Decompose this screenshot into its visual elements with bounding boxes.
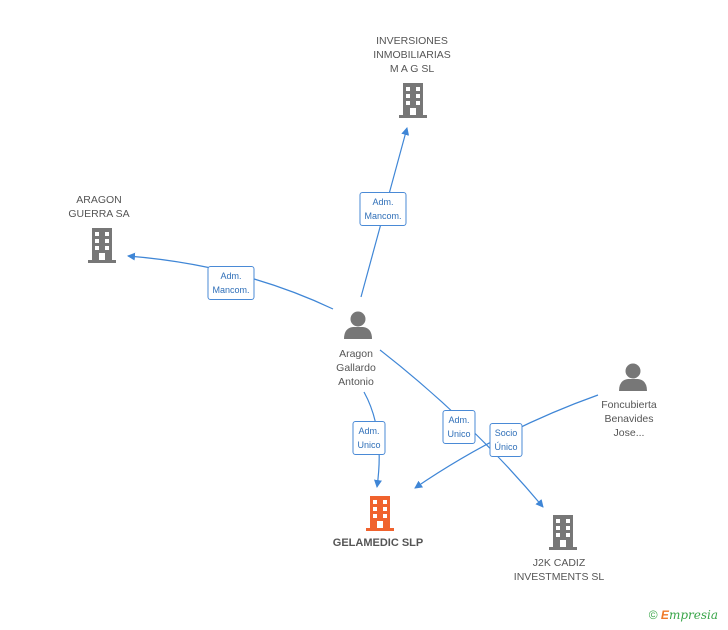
node-label-inversiones[interactable]: INVERSIONES INMOBILIARIAS M A G SL bbox=[373, 35, 451, 75]
person-icon[interactable] bbox=[344, 311, 372, 340]
node-label-foncubierta[interactable]: Foncubierta Benavides Jose... bbox=[601, 399, 657, 439]
edge-label-to-inversiones: Adm. Mancom. bbox=[359, 192, 407, 226]
copyright-symbol: © bbox=[648, 608, 658, 622]
building-icon[interactable] bbox=[88, 228, 116, 263]
person-icon[interactable] bbox=[619, 363, 647, 392]
building-icon[interactable] bbox=[399, 83, 427, 118]
edge-label-to-gelamedic: Adm. Unico bbox=[352, 421, 386, 455]
brand-name: mpresia bbox=[668, 608, 718, 622]
node-label-aragon-guerra[interactable]: ARAGON GUERRA SA bbox=[68, 194, 130, 220]
empresia-logo[interactable]: © Empresia bbox=[649, 608, 718, 622]
building-icon[interactable] bbox=[549, 515, 577, 550]
edge-label-to-aragon-guerra: Adm. Mancom. bbox=[207, 266, 255, 300]
edge-label-foncubierta-socio: Socio Único bbox=[489, 423, 523, 457]
node-label-j2k[interactable]: J2K CADIZ INVESTMENTS SL bbox=[513, 557, 605, 583]
brand-initial: E bbox=[660, 608, 669, 622]
building-icon[interactable] bbox=[366, 496, 394, 531]
node-label-gelamedic[interactable]: GELAMEDIC SLP bbox=[332, 537, 424, 549]
node-label-aragon-gallardo[interactable]: Aragon Gallardo Antonio bbox=[336, 348, 376, 388]
edge-label-to-j2k: Adm. Unico bbox=[442, 410, 476, 444]
